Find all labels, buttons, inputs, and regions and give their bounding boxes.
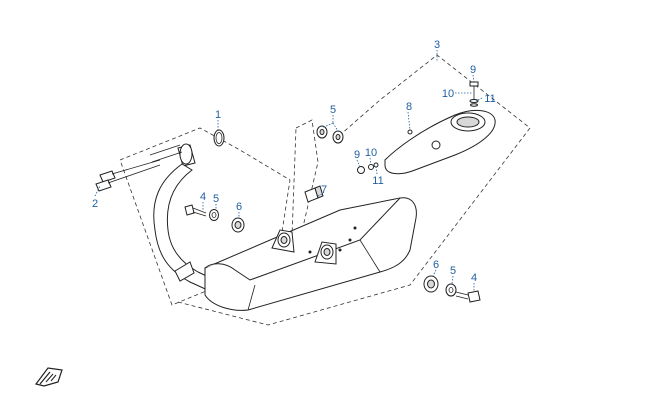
leader-lines — [94, 50, 483, 291]
callout-6-left[interactable]: 6 — [236, 201, 242, 213]
callout-2[interactable]: 2 — [92, 198, 98, 210]
assembly-outline-muffler — [177, 54, 531, 326]
callout-11-top[interactable]: 11 — [484, 93, 495, 105]
header-studs — [95, 159, 161, 192]
callout-5-top[interactable]: 5 — [330, 104, 336, 116]
muffler-body — [204, 197, 417, 311]
callout-10-side[interactable]: 10 — [365, 147, 377, 159]
rubber-mount-right — [423, 275, 439, 293]
heat-shield — [384, 109, 496, 175]
muffler-mount-bracket-left — [271, 229, 295, 253]
assembly-outline-header — [119, 127, 291, 306]
rubber-mount-left — [231, 217, 245, 233]
callout-9-side[interactable]: 9 — [354, 149, 360, 161]
rubber-block — [304, 185, 324, 203]
washer-right — [445, 283, 457, 297]
shield-bolt-top — [469, 81, 479, 107]
mount-bolt-left — [184, 204, 207, 217]
front-arrow-icon — [34, 367, 63, 387]
mount-bolt-right — [455, 290, 481, 303]
muffler-mount-bracket-right — [314, 241, 337, 265]
shield-bolt-side — [357, 162, 379, 174]
callout-6-right[interactable]: 6 — [433, 259, 439, 271]
callout-5-left[interactable]: 5 — [213, 193, 219, 205]
callout-7[interactable]: 7 — [321, 184, 327, 196]
washers-top — [316, 125, 344, 144]
callout-5-right[interactable]: 5 — [450, 265, 456, 277]
callout-11-side[interactable]: 11 — [372, 175, 383, 187]
washer-left — [209, 209, 219, 221]
callout-8[interactable]: 8 — [406, 101, 412, 113]
callout-4-left[interactable]: 4 — [200, 191, 206, 203]
gasket-ring — [213, 129, 225, 147]
callout-3[interactable]: 3 — [434, 39, 440, 51]
callout-4-right[interactable]: 4 — [471, 272, 477, 284]
callout-9-top[interactable]: 9 — [470, 64, 476, 76]
callout-10-top[interactable]: 10 — [442, 88, 454, 100]
callout-1[interactable]: 1 — [215, 109, 221, 121]
